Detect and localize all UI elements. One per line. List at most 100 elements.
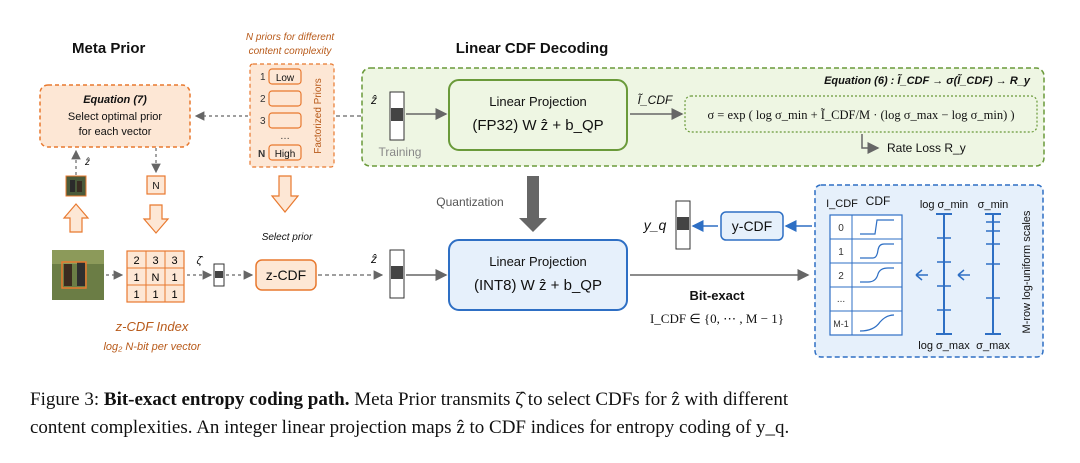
- cdf-curve-step: [860, 219, 894, 235]
- priors-note-line1: N priors for different: [246, 32, 336, 43]
- meta-prior-heading: Meta Prior: [72, 40, 146, 57]
- prior-row2-num: 2: [260, 94, 266, 105]
- prior-dots: …: [280, 131, 290, 142]
- int8-zhat-label: ẑ: [370, 252, 377, 266]
- zcdf-label: z-CDF: [266, 267, 306, 283]
- log-sigma-min-label: log σ_min: [920, 199, 968, 211]
- cdf-curve-smooth: [859, 314, 895, 332]
- sigma-max-label: σ_max: [976, 340, 1010, 352]
- grid-cell: 3: [171, 255, 177, 267]
- zcdf-index-title: z-CDF Index: [115, 319, 189, 334]
- icdf-range-label: I_CDF ∈ {0, ⋯ , M − 1}: [650, 311, 784, 326]
- log-sigma-max-label: log σ_max: [918, 340, 970, 352]
- priors-vertical-label: Factorized Priors: [313, 78, 324, 154]
- yq-label: y_q: [643, 217, 667, 233]
- grid-cell: 1: [171, 289, 177, 301]
- grid-cell: 2: [133, 255, 139, 267]
- cdf-row-index: 1: [838, 247, 844, 258]
- sigma-min-label: σ_min: [978, 199, 1009, 211]
- caption-prefix: Figure 3:: [30, 389, 99, 410]
- thumbnail-small: [65, 175, 87, 197]
- caption-line2: content complexities. An integer linear …: [30, 417, 789, 438]
- equation7-line1: Select optimal prior: [68, 111, 162, 123]
- cdf-table: 0 1 2 ... M-1: [829, 214, 903, 336]
- index-grid-frame: [126, 250, 185, 303]
- quantization-arrow: [519, 176, 547, 232]
- prior-row3-box: [268, 112, 302, 129]
- fp32-projection-box: [448, 79, 628, 151]
- sigma-formula: σ = exp ( log σ_min + Ĩ_CDF/M · (log σ_m…: [707, 108, 1014, 122]
- priors-note-line2: content complexity: [249, 46, 333, 57]
- caption-line1: Figure 3: Bit-exact entropy coding path.…: [30, 389, 789, 410]
- cdf-curve: [860, 243, 894, 259]
- cdf-row-index: 2: [838, 271, 844, 282]
- down-orange-arrow: [142, 204, 170, 234]
- n-box: [146, 175, 166, 195]
- fp32-line2: (FP32) W ẑ + b_QP: [472, 117, 603, 134]
- prior-row1-label: Low: [276, 73, 295, 84]
- grid-cell: N: [152, 272, 160, 284]
- cdf-row-index: M-1: [833, 319, 849, 329]
- cdf-row-index: 0: [838, 223, 844, 234]
- col-icdf-header: I_CDF: [826, 198, 858, 210]
- int8-line1: Linear Projection: [489, 254, 587, 269]
- fp32-line1: Linear Projection: [489, 94, 587, 109]
- yq-vector-fill: [677, 217, 689, 230]
- training-zhat-vector-fill: [391, 108, 403, 121]
- cdf-curve: [860, 267, 894, 283]
- prior-rowN-num: N: [258, 149, 265, 160]
- caption-bold: Bit-exact entropy coding path.: [104, 389, 350, 410]
- quantization-label: Quantization: [436, 195, 503, 209]
- input-photo-sky: [52, 250, 104, 264]
- equation7-title: Equation (7): [83, 94, 147, 106]
- int8-projection-box: [448, 239, 628, 311]
- ycdf-label: y-CDF: [732, 218, 772, 234]
- prior-rowN-box: [268, 144, 302, 161]
- zeta-label: ζ̂: [196, 255, 203, 267]
- prior-rowN-label: High: [275, 149, 296, 160]
- select-prior-arrow: [270, 175, 300, 213]
- caption-text1: Meta Prior transmits ζ̂ to select CDFs f…: [349, 389, 788, 410]
- rate-loss-label: Rate Loss R_y: [887, 141, 966, 155]
- training-zhat-label: ẑ: [370, 93, 377, 107]
- thumbnail-small-figure2: [77, 181, 82, 192]
- select-prior-label: Select prior: [262, 232, 313, 243]
- scale-to-table-arrow: [915, 269, 928, 281]
- int8-line2: (INT8) W ẑ + b_QP: [474, 277, 602, 294]
- prior-row2-box: [268, 90, 302, 107]
- input-photo-highlight: [61, 261, 87, 289]
- int8-zhat-vector-fill: [391, 266, 403, 279]
- prior-row3-num: 3: [260, 116, 266, 127]
- prior-row1-box: [268, 68, 302, 85]
- n-box-label: N: [152, 181, 159, 192]
- grid-cell: 1: [152, 289, 158, 301]
- scales-side-label: M-row log-uniform scales: [1021, 210, 1033, 333]
- thumbnail-small-figure: [70, 180, 75, 192]
- sigma-formula-box: [684, 95, 1038, 133]
- input-photo-person2: [77, 262, 85, 286]
- grid-cell: 3: [152, 255, 158, 267]
- equation6-label: Equation (6) : Ĩ_CDF → σ(Ĩ_CDF) → R_y: [824, 74, 1031, 87]
- grid-cell: 1: [133, 289, 139, 301]
- equation7-box: [39, 84, 191, 148]
- rate-loss-arrow: [861, 134, 880, 154]
- icdf-tilde-label: Ĩ_CDF: [638, 93, 673, 107]
- sigma-to-log-arrow: [957, 269, 970, 281]
- zcdf-index-sub: log₂ N-bit per vector: [103, 341, 201, 353]
- bitexact-label: Bit-exact: [690, 288, 746, 303]
- training-label: Training: [379, 145, 422, 159]
- prior-row1-num: 1: [260, 72, 266, 83]
- zcdf-box: [255, 259, 317, 291]
- meta-zhat-label: ẑ: [84, 157, 90, 168]
- index-grid: 2 3 3 1 N 1 1 1 1: [126, 250, 185, 303]
- ycdf-box: [720, 211, 784, 241]
- linear-cdf-heading: Linear CDF Decoding: [456, 40, 609, 57]
- zeta-vector-fill: [215, 271, 223, 278]
- input-photo-person1: [64, 264, 72, 286]
- equation7-line2: for each vector: [79, 126, 152, 138]
- grid-cell: 1: [133, 272, 139, 284]
- col-cdf-header: CDF: [866, 194, 891, 208]
- grid-cell: 1: [171, 272, 177, 284]
